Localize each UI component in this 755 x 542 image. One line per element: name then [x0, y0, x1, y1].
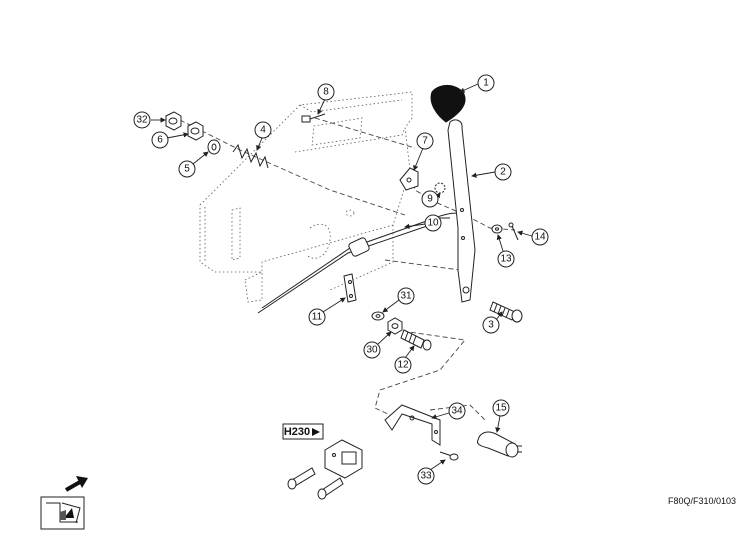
callout-2: 2	[471, 163, 512, 181]
callout-32: 32	[133, 111, 166, 129]
svg-text:32: 32	[136, 115, 148, 126]
washer-5	[207, 139, 221, 155]
shift-lever	[447, 119, 476, 303]
bolt-33	[439, 451, 459, 461]
callout-3: 3	[482, 311, 503, 334]
svg-text:14: 14	[534, 232, 546, 243]
bracket-7	[399, 167, 419, 191]
svg-text:13: 13	[500, 254, 512, 265]
svg-text:4: 4	[260, 125, 266, 136]
reference-tag: H230	[282, 423, 324, 440]
nut-30	[387, 317, 403, 335]
svg-text:H230: H230	[284, 426, 310, 438]
bolt-8	[301, 113, 326, 123]
nut-32	[165, 111, 182, 131]
lever-knob	[430, 85, 466, 123]
callout-34: 34	[431, 402, 466, 420]
svg-text:7: 7	[422, 136, 428, 147]
mount-plate	[324, 439, 363, 479]
callout-6: 6	[151, 131, 189, 149]
svg-text:12: 12	[397, 360, 409, 371]
callout-4: 4	[254, 121, 272, 151]
callout-30: 30	[363, 331, 392, 359]
callout-14: 14	[517, 228, 549, 246]
bolt-12	[400, 329, 432, 351]
svg-text:33: 33	[420, 471, 432, 482]
svg-text:6: 6	[157, 135, 163, 146]
seat-icon	[40, 496, 85, 530]
washer-13	[491, 224, 503, 234]
arrow-icon	[65, 476, 88, 492]
screw-lower-2	[317, 477, 344, 500]
bolt-3	[489, 301, 523, 323]
callout-5: 5	[178, 151, 209, 178]
svg-text:9: 9	[427, 194, 433, 205]
callout-10: 10	[404, 214, 442, 232]
callout-9: 9	[421, 190, 441, 208]
callout-15: 15	[492, 399, 510, 433]
star-washer-9	[434, 182, 446, 194]
screw-lower-1	[287, 467, 316, 490]
drawing-code: F80Q/F310/0103	[668, 496, 736, 506]
svg-text:5: 5	[184, 164, 190, 175]
callout-11: 11	[308, 297, 346, 326]
svg-text:11: 11	[312, 312, 323, 323]
svg-text:3: 3	[488, 320, 494, 331]
callout-13: 13	[496, 234, 515, 268]
callout-33: 33	[417, 459, 446, 485]
svg-text:2: 2	[500, 167, 506, 178]
svg-text:1: 1	[483, 78, 489, 89]
callout-1: 1	[459, 74, 495, 93]
spring	[232, 143, 269, 169]
callout-31: 31	[382, 287, 415, 313]
callout-12: 12	[394, 345, 415, 374]
frame-panel	[199, 91, 413, 303]
svg-text:10: 10	[427, 218, 439, 229]
svg-text:15: 15	[495, 403, 507, 414]
bracket-34	[384, 404, 441, 446]
svg-text:34: 34	[451, 406, 463, 417]
clip-11	[343, 273, 357, 303]
callout-8: 8	[317, 83, 335, 115]
washer-31	[371, 311, 385, 321]
nut-6	[187, 121, 204, 141]
switch-15	[477, 431, 522, 458]
svg-text:30: 30	[366, 345, 378, 356]
svg-text:8: 8	[323, 87, 329, 98]
callout-7: 7	[413, 132, 434, 171]
pin-14	[508, 222, 519, 241]
svg-text:31: 31	[400, 291, 412, 302]
